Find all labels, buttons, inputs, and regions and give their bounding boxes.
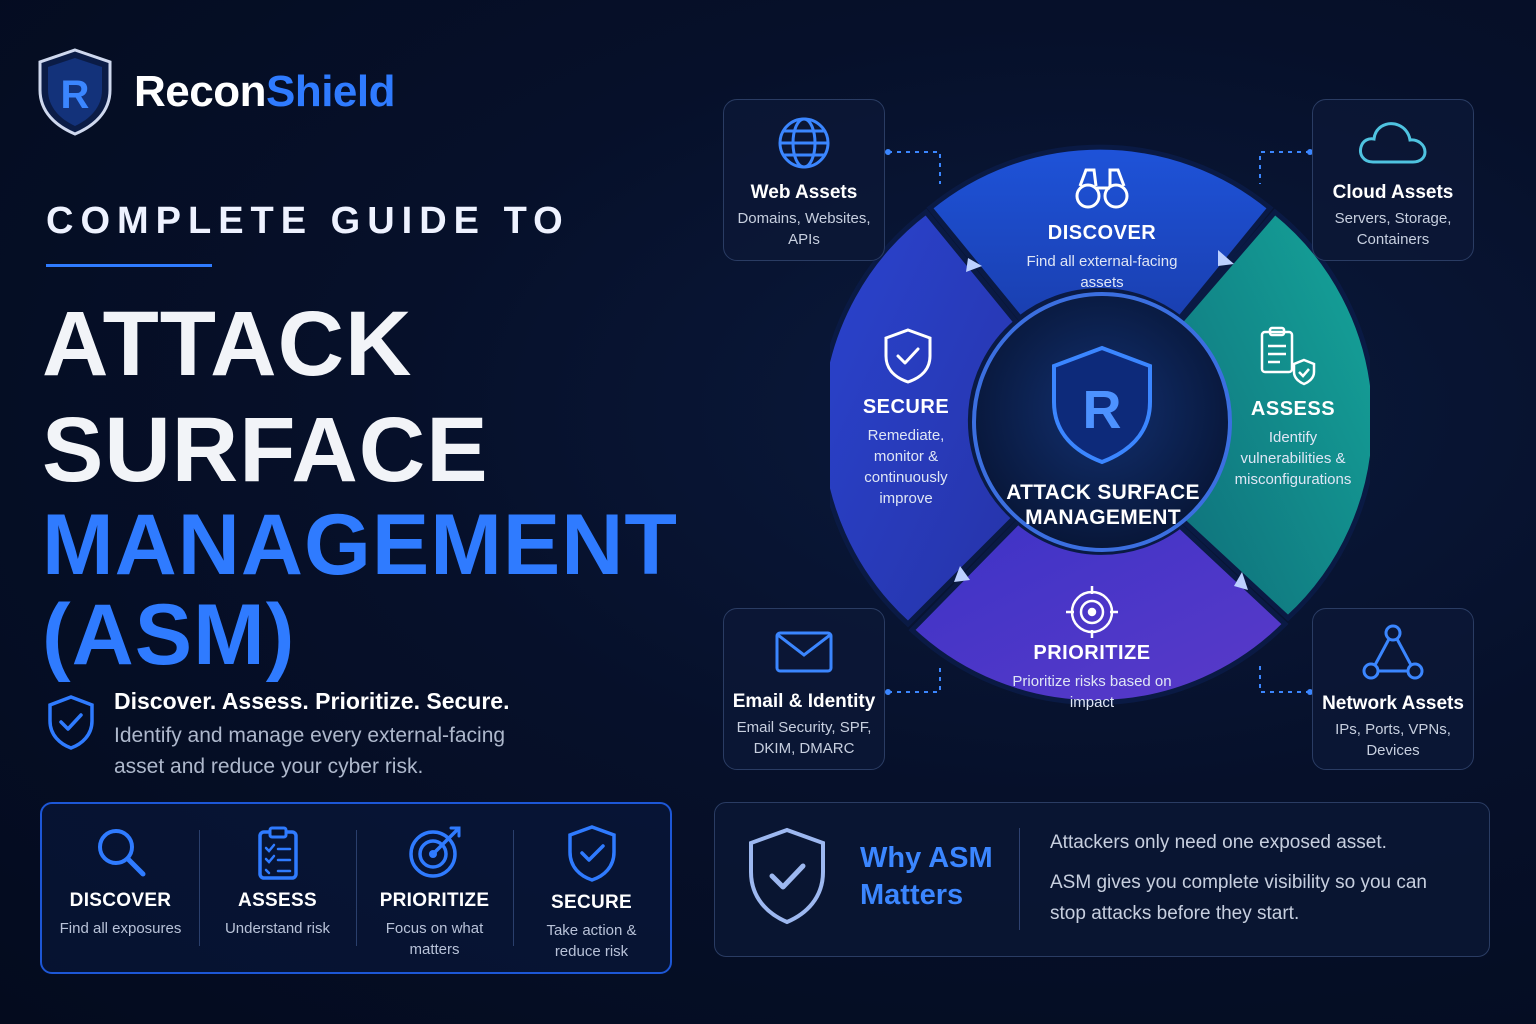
kicker: COMPLETE GUIDE TO xyxy=(46,200,570,242)
shield-logo-icon: R xyxy=(38,48,112,136)
magnifier-icon xyxy=(97,829,145,877)
brand: R ReconShield xyxy=(34,46,396,138)
step-title: ASSESS xyxy=(238,890,317,911)
step-title: SECURE xyxy=(551,892,632,913)
shield-check-icon xyxy=(749,827,825,925)
step-secure: SECURE Take action & reduce risk xyxy=(513,804,670,972)
segment-prioritize-label: PRIORITIZE Prioritize risks based on imp… xyxy=(1012,642,1172,711)
logo-letter: R xyxy=(61,73,90,117)
globe-icon xyxy=(778,117,830,169)
network-icon xyxy=(1362,624,1424,680)
envelope-icon xyxy=(775,631,833,673)
asset-card-email: Email & Identity Email Security, SPF, DK… xyxy=(723,608,885,770)
why-divider xyxy=(1019,828,1020,930)
segment-prioritize xyxy=(908,518,1289,706)
step-assess: ASSESS Understand risk xyxy=(199,804,356,972)
center-title: ATTACK SURFACE MANAGEMENT xyxy=(1006,481,1200,529)
shield-check-icon xyxy=(48,695,94,750)
title-line-3: MANAGEMENT xyxy=(42,497,678,593)
cloud-icon xyxy=(1359,122,1427,164)
segment-assess-label: ASSESS Identify vulnerabilities & miscon… xyxy=(1234,398,1352,488)
step-title: PRIORITIZE xyxy=(379,890,490,911)
why-asm-panel xyxy=(714,802,1490,957)
kicker-underline xyxy=(46,264,212,267)
step-desc: Focus on what matters xyxy=(385,920,484,958)
shield-check-icon xyxy=(567,825,616,882)
step-prioritize: PRIORITIZE Focus on what matters xyxy=(356,804,513,972)
center-shield-icon: R xyxy=(1052,345,1152,465)
clipboard-shield-icon xyxy=(1260,326,1316,386)
target-icon xyxy=(408,826,460,878)
step-discover: DISCOVER Find all exposures xyxy=(42,804,199,972)
tagline: Discover. Assess. Prioritize. Secure. xyxy=(114,688,510,714)
asm-cycle-ring: R xyxy=(830,144,1370,706)
asset-card-cloud: Cloud Assets Servers, Storage, Container… xyxy=(1312,99,1474,261)
step-title: DISCOVER xyxy=(69,890,172,911)
binoculars-icon xyxy=(1075,168,1129,209)
svg-text:R: R xyxy=(1083,380,1122,440)
step-desc: Take action & reduce risk xyxy=(546,922,637,960)
segment-secure xyxy=(830,208,1020,628)
why-line-1: Attackers only need one exposed asset. xyxy=(1050,832,1387,853)
title-line-2: SURFACE xyxy=(42,399,489,501)
asset-card-web: Web Assets Domains, Websites, APIs xyxy=(723,99,885,261)
title-line-4: (ASM) xyxy=(42,587,296,683)
shield-check-icon xyxy=(884,328,932,384)
crosshair-icon xyxy=(1066,586,1118,638)
why-line-2: ASM gives you complete visibility so you… xyxy=(1050,872,1427,924)
step-desc: Find all exposures xyxy=(59,920,182,937)
segment-discover-label: DISCOVER Find all external-facing assets xyxy=(1026,222,1178,291)
title-line-1: ATTACK xyxy=(42,293,413,395)
steps-panel: DISCOVER Find all exposures ASSESS Under… xyxy=(40,802,672,974)
asset-card-network: Network Assets IPs, Ports, VPNs, Devices xyxy=(1312,608,1474,770)
clipboard-icon xyxy=(257,826,298,880)
brand-name: ReconShield xyxy=(134,67,396,116)
why-asm-title: Why ASM Matters xyxy=(860,842,993,911)
segment-secure-label: SECURE Remediate, monitor & continuously… xyxy=(862,396,950,507)
step-desc: Understand risk xyxy=(224,920,331,937)
segment-discover xyxy=(926,144,1274,322)
tagline-description: Identify and manage every external-facin… xyxy=(114,724,506,778)
